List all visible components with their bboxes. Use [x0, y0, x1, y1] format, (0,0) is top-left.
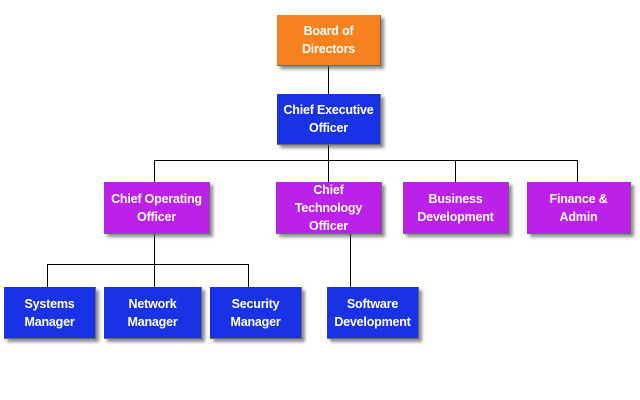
network-manager-box: Network Manager [104, 287, 202, 339]
cto-box: Chief Technology Officer [276, 182, 382, 234]
software-development-label: Software Development [334, 296, 411, 329]
finance-admin-label: Finance & Admin [549, 191, 608, 224]
business-development-label: Business Development [417, 191, 494, 224]
coo-label: Chief Operating Officer [111, 191, 202, 224]
systems-manager-box: Systems Manager [4, 287, 96, 339]
board-of-directors-label: Board of Directors [301, 24, 356, 56]
security-manager-box: Security Manager [210, 287, 302, 339]
network-manager-label: Network Manager [127, 296, 178, 329]
finance-admin-box: Finance & Admin [527, 182, 631, 234]
coo-box: Chief Operating Officer [104, 182, 210, 234]
business-development-box: Business Development [403, 182, 509, 234]
systems-manager-label: Systems Manager [24, 296, 75, 329]
ceo-box: Chief Executive Officer [277, 94, 381, 145]
board-of-directors-box: Board of Directors [277, 15, 381, 66]
ceo-label: Chief Executive Officer [283, 103, 374, 135]
software-development-box: Software Development [327, 287, 419, 339]
security-manager-label: Security Manager [230, 296, 281, 329]
cto-label: Chief Technology Officer [294, 182, 363, 233]
